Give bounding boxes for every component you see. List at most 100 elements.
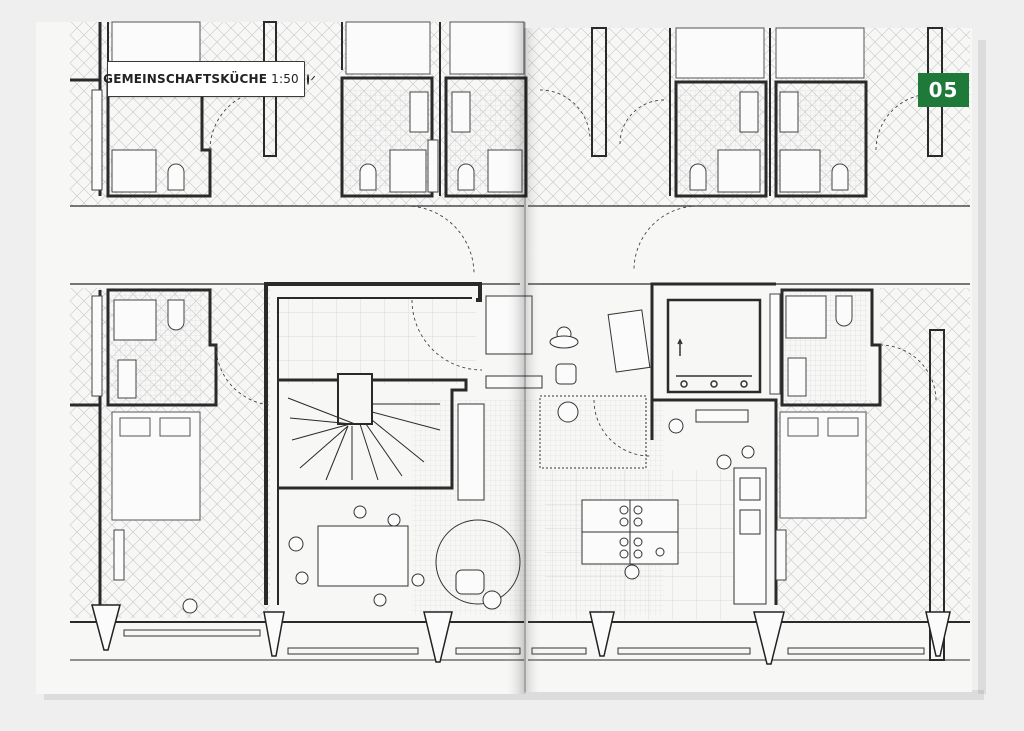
bed <box>675 27 765 79</box>
kitchen-sink <box>739 509 761 535</box>
shower <box>717 149 761 193</box>
shower <box>779 149 821 193</box>
chair <box>655 547 665 557</box>
person-seated <box>353 505 367 519</box>
wardrobe <box>113 529 125 581</box>
person-seated <box>411 573 425 587</box>
balcony-rail <box>123 629 261 637</box>
elevator-button <box>710 380 718 388</box>
column <box>925 611 951 657</box>
stair-step <box>371 419 425 463</box>
bed <box>775 27 865 79</box>
plan-title: GEMEINSCHAFTSKÜCHE <box>103 72 268 86</box>
door-swing-4 <box>875 93 933 151</box>
wardrobe <box>91 89 103 191</box>
door-swing-7 <box>593 399 651 457</box>
shower <box>785 295 827 339</box>
wardrobe <box>769 293 781 395</box>
door-swing-8 <box>879 344 937 402</box>
sink <box>779 91 799 133</box>
toilet <box>831 163 849 191</box>
pillow <box>159 417 191 437</box>
cooktop-burner <box>633 537 643 547</box>
stair-step <box>325 425 349 481</box>
doormat <box>607 309 651 373</box>
chair <box>741 445 755 459</box>
balcony-rail <box>617 647 751 655</box>
cooktop-burner <box>619 505 629 515</box>
column <box>263 611 285 657</box>
sink <box>117 359 137 399</box>
stair-step <box>299 425 349 469</box>
pillow <box>787 417 819 437</box>
shower <box>111 149 157 193</box>
cooktop-burner <box>619 537 629 547</box>
door-swing-5 <box>215 344 271 406</box>
stair-step <box>359 423 379 481</box>
bathroom-wall-5 <box>106 288 218 407</box>
pillow <box>119 417 151 437</box>
page-shadow <box>44 690 984 700</box>
person-cooking <box>716 454 732 470</box>
stair-eye <box>337 373 373 425</box>
wardrobe <box>91 295 103 397</box>
toilet <box>167 299 185 331</box>
column <box>753 611 785 665</box>
stair-core-inner-wall <box>277 297 472 605</box>
page-number-badge: 05 <box>918 73 969 107</box>
kitchen-sink <box>739 477 761 501</box>
stair-step <box>371 411 441 431</box>
cooktop-burner <box>633 517 643 527</box>
stair-step <box>289 417 353 425</box>
kitchen-shelf <box>695 409 749 423</box>
shower <box>113 299 157 341</box>
cooktop-burner <box>633 505 643 515</box>
wardrobe <box>427 139 439 193</box>
person-seated <box>295 571 309 585</box>
staircase <box>287 373 441 481</box>
bathroom-wall-1 <box>340 76 434 198</box>
pillow <box>827 417 859 437</box>
shower <box>389 149 427 193</box>
elevator-button <box>740 380 748 388</box>
bathroom-wall-6 <box>780 288 882 407</box>
door-swing-10 <box>619 99 665 145</box>
dining-table <box>317 525 409 587</box>
gutter-shadow-left <box>440 22 526 694</box>
elevator-arrow-icon <box>677 338 683 356</box>
toilet <box>167 163 185 191</box>
elevator-details <box>676 338 752 388</box>
person-seated <box>373 593 387 607</box>
plant <box>182 598 198 614</box>
herringbone-floor-right-corner <box>880 288 970 408</box>
plan-title-label: GEMEINSCHAFTSKÜCHE 1:50 <box>103 61 309 97</box>
elevator-shaft-wall <box>650 282 776 440</box>
sink <box>409 91 429 133</box>
elevator-cabin <box>666 298 762 394</box>
person-seated <box>387 513 401 527</box>
page-shadow-right <box>978 40 986 694</box>
column <box>589 611 615 657</box>
partition-wall-top-2 <box>591 27 607 157</box>
toilet <box>835 295 853 327</box>
cooktop-burner <box>619 549 629 559</box>
bed <box>345 21 431 75</box>
elevator-button <box>680 380 688 388</box>
toilet <box>689 163 707 191</box>
sink <box>787 357 807 397</box>
north-arrow-icon <box>306 73 309 85</box>
balcony-rail <box>287 647 419 655</box>
stair-step <box>365 423 403 477</box>
toilet <box>359 163 377 191</box>
door-swing-2 <box>405 205 475 275</box>
door-swing-3 <box>633 205 699 271</box>
bathroom-wall-4 <box>774 80 868 198</box>
balcony-rail <box>787 647 925 655</box>
person-seated <box>288 536 304 552</box>
bathroom-wall-3 <box>674 80 768 198</box>
sink <box>739 91 759 133</box>
wardrobe <box>775 529 787 581</box>
stair-step <box>287 397 356 425</box>
column <box>91 604 121 651</box>
